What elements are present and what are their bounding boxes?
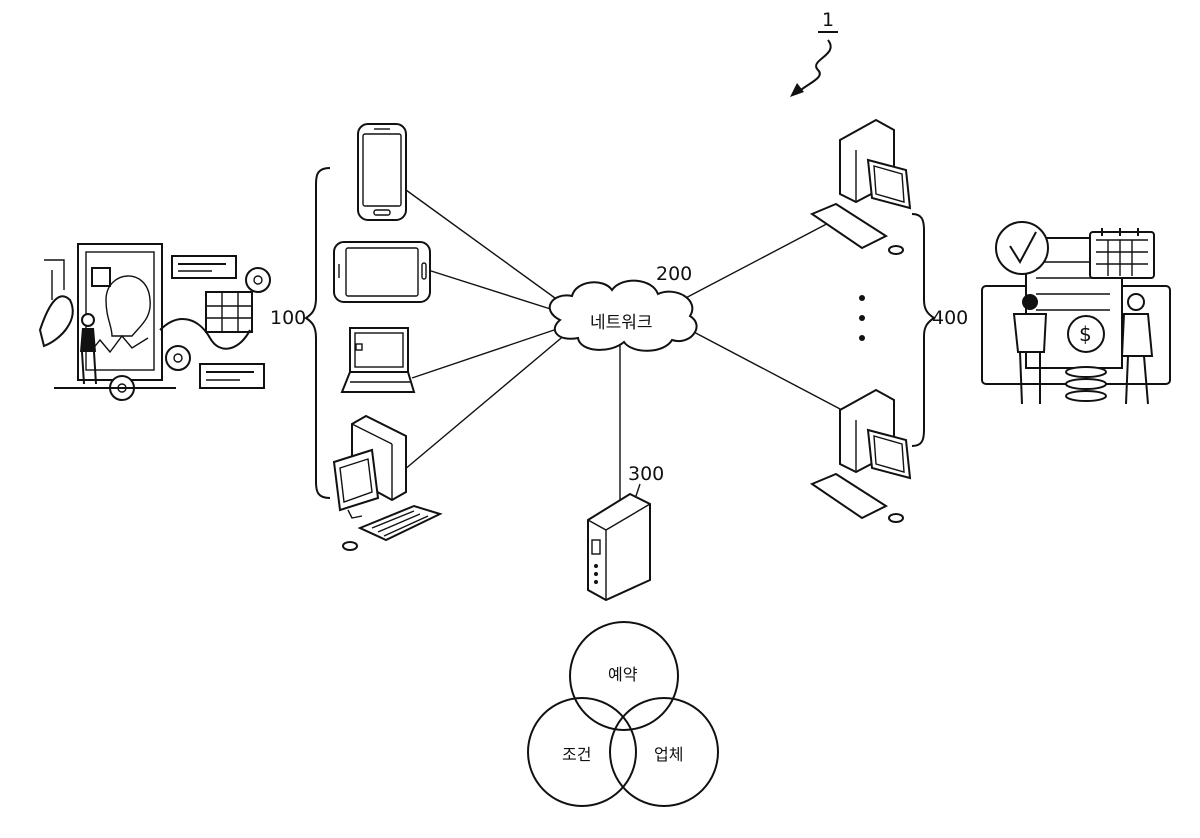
link-vendor-top [678,218,838,302]
smartphone-device [358,124,406,220]
system-ref-label: 1 [822,9,834,31]
link-laptop [412,328,560,378]
link-vendor-bottom [690,330,842,410]
illustration-gear-mid [166,346,190,370]
person-right-head [1128,294,1144,310]
venn-label-left: 조건 [562,745,591,764]
network-ref-label: 200 [656,263,692,285]
person-left-head [1022,294,1038,310]
vendor-bottom-keyboard [812,474,886,518]
tablet-device [334,242,430,302]
system-ref-squiggle [796,40,831,94]
ellipsis-dot-1 [859,295,865,301]
vendor-desktop-top [812,120,910,254]
client-monitor-stand [348,510,362,518]
network-label: 네트워크 [590,313,653,333]
ellipsis-dot-3 [859,335,865,341]
vendor-ellipsis [859,295,865,341]
server-ref-label: 300 [628,463,664,485]
client-brace [306,168,330,498]
check-circle-icon [996,222,1048,274]
person-head [82,314,94,326]
ellipsis-dot-2 [859,315,865,321]
person-left-body [1014,314,1046,352]
network-cloud: 네트워크 200 [550,263,697,351]
calendar-icon [1090,232,1154,278]
server-ref-leader [636,484,640,496]
illustration-grid-box [206,292,252,332]
illustration-chip [92,268,110,286]
vendor-desktop-bottom [812,390,910,522]
client-desktop-device [334,416,440,550]
vendor-bottom-mouse [889,514,903,522]
illustration-card-bottom [200,364,264,388]
illustration-gear-top [246,268,270,292]
server-led-2 [594,572,598,576]
client-group: 100 [270,168,330,498]
coin-stack-3 [1066,391,1106,401]
connection-lines [404,190,842,510]
system-reference: 1 [790,9,838,97]
client-mouse [343,542,357,550]
venn-label-right: 업체 [654,745,683,764]
server-device: 300 [588,463,664,600]
tablet-body [334,242,430,302]
venn-label-top: 예약 [608,665,638,684]
vendor-illustration: $ [982,222,1170,404]
link-desktop-client [404,334,566,470]
illustration-circuit [44,260,64,300]
system-ref-arrowhead [790,83,804,97]
vendor-group: 400 [912,214,968,446]
dollar-symbol-icon: $ [1079,322,1092,346]
clients-ref-label: 100 [270,307,306,329]
vendors-ref-label: 400 [932,307,968,329]
vendor-brace [912,214,934,446]
coin-stack-2 [1066,379,1106,389]
server-led-1 [594,564,598,568]
illustration-plant [40,296,73,346]
coin-stack-1 [1066,367,1106,377]
laptop-device [342,328,414,392]
vendor-top-mouse [889,246,903,254]
person-body [80,328,96,352]
venn-diagram: 예약 조건 업체 [528,622,718,806]
person-right-body [1122,314,1152,356]
link-tablet [428,270,560,312]
server-led-3 [594,580,598,584]
client-illustration [40,244,270,400]
illustration-card-top [172,256,236,278]
client-monitor [334,450,378,510]
